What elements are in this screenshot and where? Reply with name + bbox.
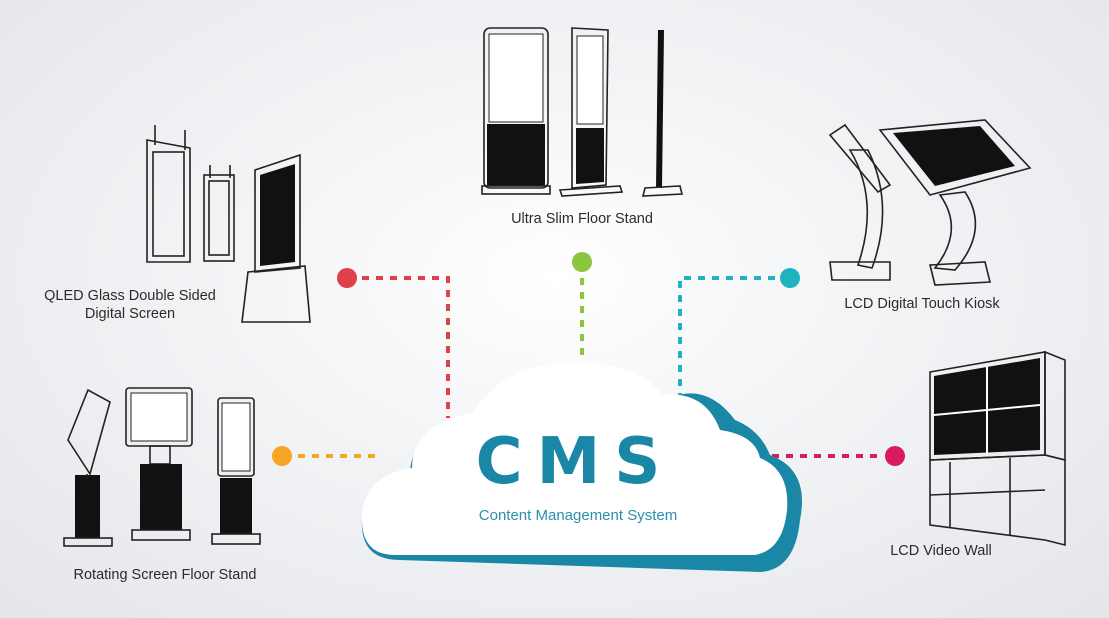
connector-dot-teal	[780, 268, 800, 288]
qled-glass-double-sided-illustration	[146, 125, 311, 323]
connector-dot-green	[572, 252, 592, 272]
connector-kiosk	[678, 268, 800, 408]
cms-cloud: CMS Content Management System	[361, 363, 802, 572]
ultra-slim-floor-stand-illustration	[481, 27, 684, 197]
label-qled-line1: QLED Glass Double Sided	[44, 288, 216, 304]
connector-rotating	[272, 446, 380, 466]
connector-ultra-slim	[572, 252, 592, 358]
lcd-video-wall-illustration	[929, 350, 1066, 547]
label-qled-line2: Digital Screen	[85, 306, 175, 322]
connector-dot-orange	[272, 446, 292, 466]
label-video-wall: LCD Video Wall	[890, 543, 992, 559]
rotating-screen-floor-stand-illustration	[63, 387, 261, 547]
connector-dot-red	[337, 268, 357, 288]
connector-video-wall	[772, 446, 905, 466]
label-ultra-slim: Ultra Slim Floor Stand	[511, 211, 653, 227]
lcd-digital-touch-kiosk-illustration	[828, 119, 1032, 286]
label-rotating: Rotating Screen Floor Stand	[74, 567, 257, 583]
connector-dot-magenta	[885, 446, 905, 466]
cms-title: CMS	[476, 425, 675, 499]
cms-subtitle: Content Management System	[479, 507, 677, 524]
connector-qled	[337, 268, 450, 418]
label-kiosk: LCD Digital Touch Kiosk	[844, 296, 1000, 312]
